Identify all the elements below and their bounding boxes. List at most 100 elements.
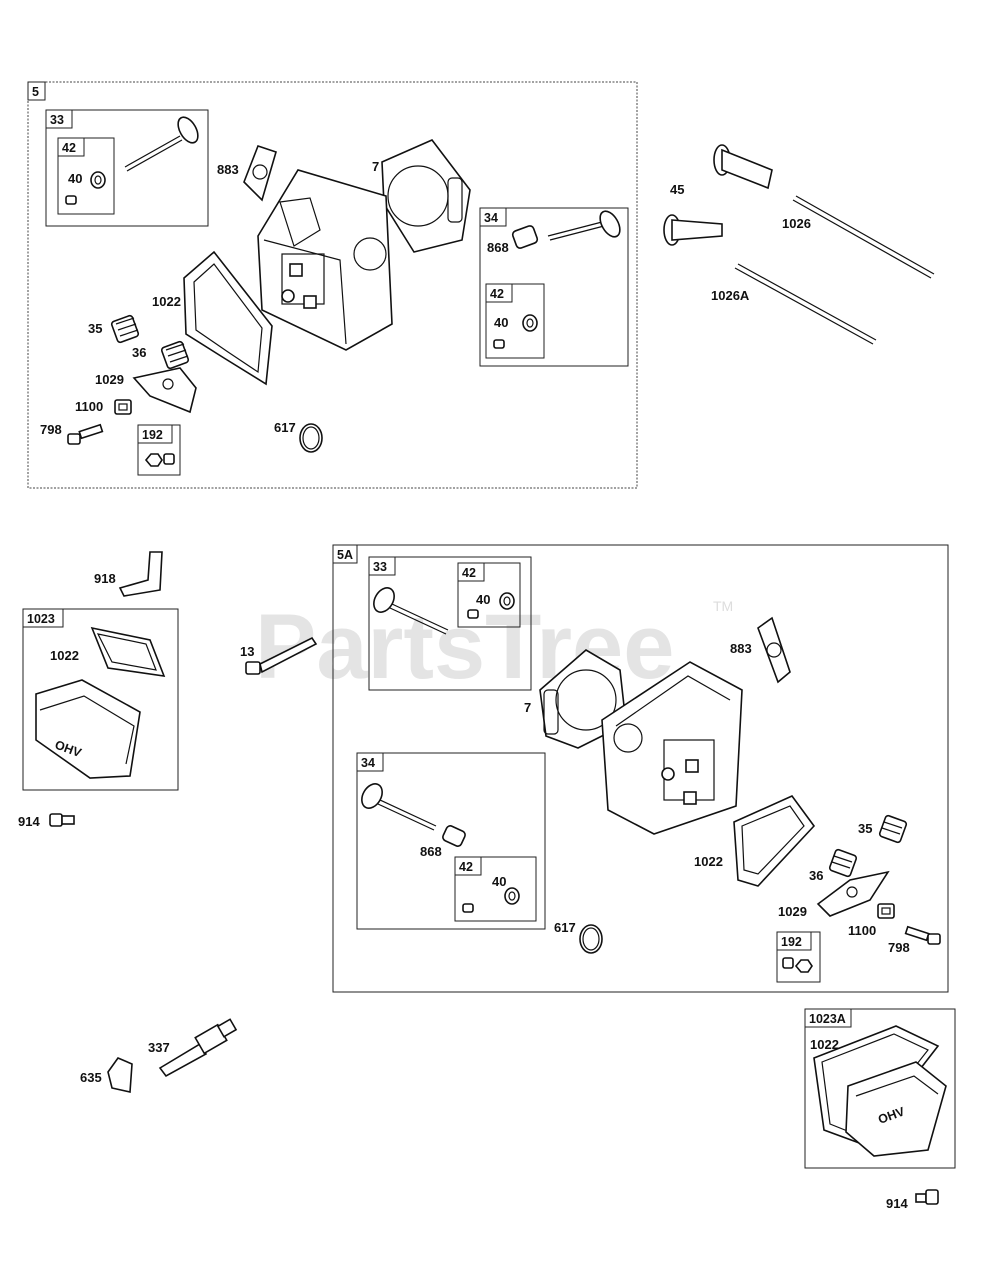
part-35-label[interactable]: 35 xyxy=(858,821,872,836)
subgroup-34-tag[interactable]: 34 xyxy=(361,756,375,770)
exhaust-gasket-icon xyxy=(243,145,277,202)
part-798-label[interactable]: 798 xyxy=(40,422,62,437)
part-918-label[interactable]: 918 xyxy=(94,571,116,586)
part-914-label[interactable]: 914 xyxy=(18,814,40,829)
subgroup-192-tag[interactable]: 192 xyxy=(142,428,163,442)
part-40-label[interactable]: 40 xyxy=(494,315,508,330)
subgroup-42-frame xyxy=(485,283,545,359)
part-40-label[interactable]: 40 xyxy=(492,874,506,889)
part-1026-label[interactable]: 1026 xyxy=(782,216,811,231)
rocker-arm-icon xyxy=(132,367,197,414)
subgroup-33-tag[interactable]: 33 xyxy=(373,560,387,574)
part-617-label[interactable]: 617 xyxy=(274,420,296,435)
subgroup-34-frame xyxy=(479,207,629,367)
part-337-label[interactable]: 337 xyxy=(148,1040,170,1055)
spark-plug-icon xyxy=(158,1018,238,1078)
subgroup-42-tag[interactable]: 42 xyxy=(490,287,504,301)
part-13-label[interactable]: 13 xyxy=(240,644,254,659)
group-5a-tag[interactable]: 5A xyxy=(337,548,353,562)
cover-screw-icon xyxy=(49,813,75,827)
rocker-stud-icon xyxy=(67,423,104,445)
valve-icon xyxy=(124,116,199,172)
part-7-label[interactable]: 7 xyxy=(372,159,379,174)
subgroup-42-tag-box xyxy=(454,856,482,876)
rocker-ball-icon xyxy=(877,903,895,919)
part-1100-label[interactable]: 1100 xyxy=(848,923,876,938)
valve-seal-icon xyxy=(504,887,520,905)
breather-tube-icon xyxy=(118,551,163,597)
subgroup-1023a-tag[interactable]: 1023A xyxy=(809,1012,846,1026)
part-45-label[interactable]: 45 xyxy=(670,182,684,197)
part-1022-label[interactable]: 1022 xyxy=(50,648,79,663)
rocker-cover-gasket-icon xyxy=(90,626,166,677)
rocker-ball-icon xyxy=(114,399,132,415)
part-617-label[interactable]: 617 xyxy=(554,920,576,935)
part-7-label[interactable]: 7 xyxy=(524,700,531,715)
cylinder-head-icon xyxy=(257,169,393,351)
subgroup-42-tag[interactable]: 42 xyxy=(462,566,476,580)
subgroup-1023-tag-box xyxy=(22,608,64,628)
exhaust-gasket-icon xyxy=(757,616,791,684)
part-36-label[interactable]: 36 xyxy=(809,868,823,883)
subgroup-1023-frame xyxy=(22,608,179,791)
part-1022-label[interactable]: 1022 xyxy=(810,1037,839,1052)
subgroup-34-tag-box xyxy=(479,207,507,227)
subgroup-33-tag-box xyxy=(45,109,73,129)
part-883-label[interactable]: 883 xyxy=(730,641,752,656)
spark-plug-boot-icon xyxy=(107,1057,133,1093)
tappet-icon xyxy=(663,214,723,246)
part-36-label[interactable]: 36 xyxy=(132,345,146,360)
part-1029-label[interactable]: 1029 xyxy=(95,372,124,387)
part-1022-label[interactable]: 1022 xyxy=(152,294,181,309)
subgroup-42-tag-box xyxy=(57,137,85,157)
part-1022-label[interactable]: 1022 xyxy=(694,854,723,869)
subgroup-1023a-tag-box xyxy=(804,1008,852,1028)
subgroup-33-frame xyxy=(45,109,209,227)
part-1026a-label[interactable]: 1026A xyxy=(711,288,750,303)
subgroup-1023-tag[interactable]: 1023 xyxy=(27,612,55,626)
subgroup-34-tag[interactable]: 34 xyxy=(484,211,498,225)
subgroup-33-frame xyxy=(368,556,532,691)
subgroup-34-frame xyxy=(356,752,546,930)
subgroup-192-tag[interactable]: 192 xyxy=(781,935,802,949)
watermark-trademark: TM xyxy=(713,598,733,614)
subgroup-42-frame xyxy=(454,856,537,922)
subgroup-33-tag[interactable]: 33 xyxy=(50,113,64,127)
group-5-tag[interactable]: 5 xyxy=(32,85,39,99)
group-5-frame xyxy=(27,81,638,489)
subgroup-42-tag[interactable]: 42 xyxy=(62,141,76,155)
head-bolt-icon xyxy=(245,636,318,675)
valve-rotator-icon xyxy=(442,825,466,847)
part-40-label[interactable]: 40 xyxy=(68,171,82,186)
rocker-arm-icon xyxy=(816,870,890,917)
subgroup-33-tag-box xyxy=(368,556,396,576)
valve-rotator-icon xyxy=(511,225,539,249)
valve-keeper-icon xyxy=(467,609,479,619)
part-798-label[interactable]: 798 xyxy=(888,940,910,955)
valve-icon xyxy=(547,210,621,241)
part-1029-label[interactable]: 1029 xyxy=(778,904,807,919)
rocker-cover-icon: OHV xyxy=(35,679,141,779)
valve-icon xyxy=(361,783,437,831)
valve-spring-icon xyxy=(110,314,140,344)
valve-spring-icon xyxy=(878,814,908,844)
head-gasket-icon xyxy=(381,139,471,253)
hex-nut-icon xyxy=(782,957,813,973)
group-5a-frame xyxy=(332,544,949,993)
part-35-label[interactable]: 35 xyxy=(88,321,102,336)
part-868-label[interactable]: 868 xyxy=(487,240,509,255)
subgroup-42-tag[interactable]: 42 xyxy=(459,860,473,874)
part-1100-label[interactable]: 1100 xyxy=(75,399,103,414)
valve-spring-icon xyxy=(160,340,190,370)
subgroup-42-frame xyxy=(57,137,115,215)
rocker-cover-gasket-icon xyxy=(183,250,273,386)
part-914-label[interactable]: 914 xyxy=(886,1196,908,1211)
part-883-label[interactable]: 883 xyxy=(217,162,239,177)
cover-screw-icon xyxy=(915,1189,939,1205)
subgroup-192-tag-box xyxy=(776,931,812,951)
part-635-label[interactable]: 635 xyxy=(80,1070,102,1085)
part-40-label[interactable]: 40 xyxy=(476,592,490,607)
part-868-label[interactable]: 868 xyxy=(420,844,442,859)
o-ring-icon xyxy=(579,924,603,954)
group-5a-tag-box xyxy=(332,544,358,564)
